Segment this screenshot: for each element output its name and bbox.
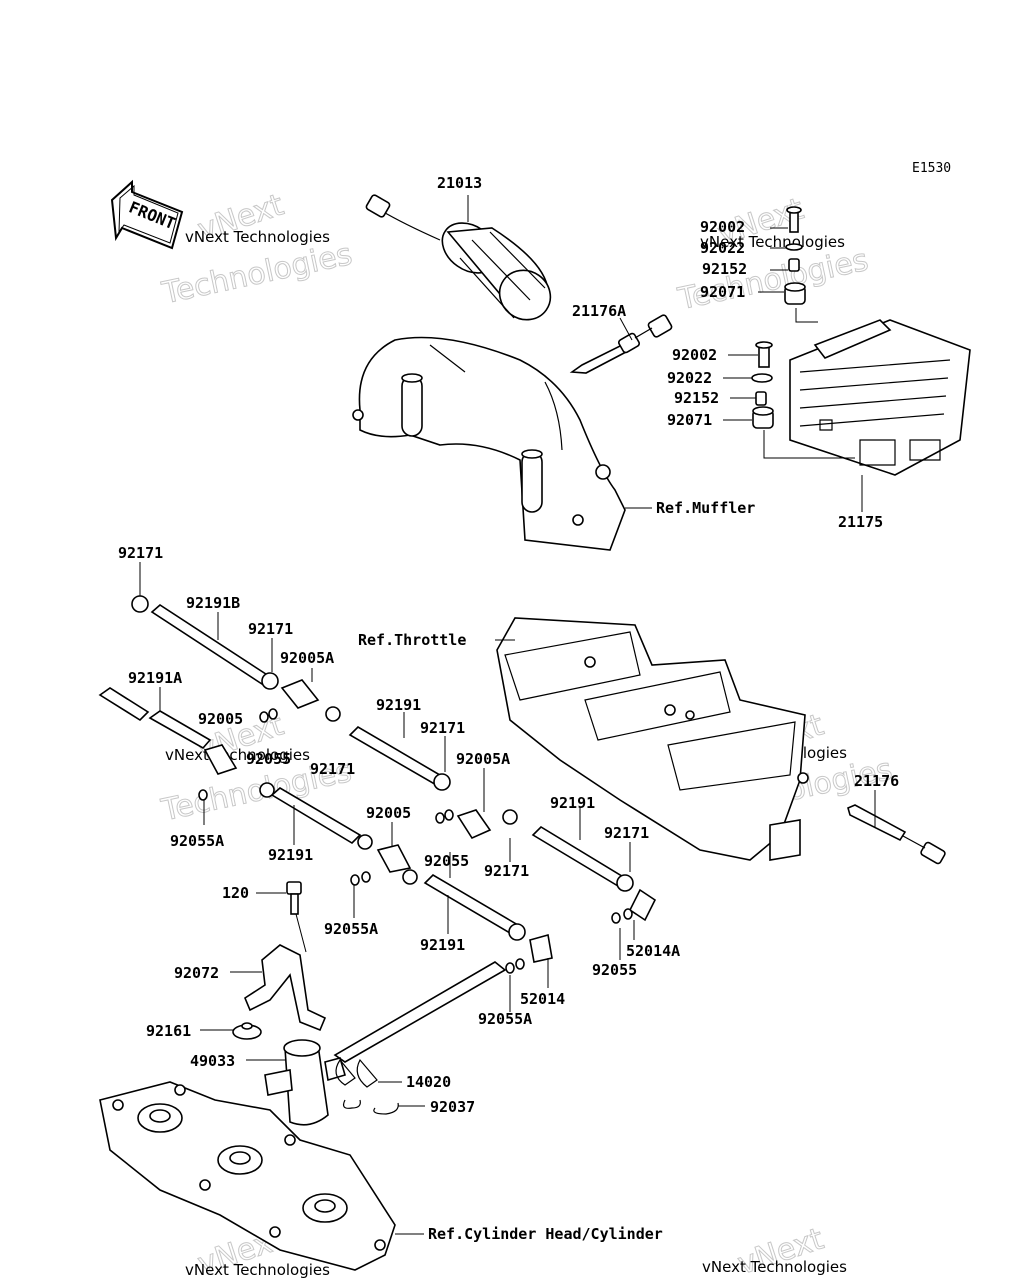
label-92055-c: 92055 bbox=[592, 961, 637, 979]
label-92171-f: 92171 bbox=[604, 824, 649, 842]
label-92072: 92072 bbox=[174, 964, 219, 982]
part-92161-grommet bbox=[232, 1022, 262, 1040]
label-92055A-a: 92055A bbox=[170, 832, 224, 850]
label-92191A: 92191A bbox=[128, 669, 182, 687]
label-92002-b: 92002 bbox=[672, 346, 717, 364]
svg-text:vNext Technologies: vNext Technologies bbox=[702, 1258, 847, 1276]
label-ref-cylinder: Ref.Cylinder Head/Cylinder bbox=[428, 1225, 663, 1243]
svg-text:Technologies: Technologies bbox=[158, 237, 355, 312]
label-92055-a: 92055 bbox=[246, 750, 291, 768]
label-92152-a: 92152 bbox=[702, 260, 747, 278]
ref-throttle-body bbox=[496, 617, 809, 861]
part-21176A-sensor bbox=[569, 314, 673, 374]
part-21013-sensor bbox=[365, 194, 552, 321]
diagram-code: E1530 bbox=[912, 161, 951, 176]
label-92071-b: 92071 bbox=[667, 411, 712, 429]
label-92022-b: 92022 bbox=[667, 369, 712, 387]
label-92171-e: 92171 bbox=[484, 862, 529, 880]
part-92072-bracket bbox=[244, 944, 327, 1032]
label-ref-muffler: Ref.Muffler bbox=[656, 499, 755, 517]
part-49033-valve bbox=[264, 1039, 346, 1126]
hoses bbox=[98, 595, 634, 941]
label-92191-a: 92191 bbox=[376, 696, 421, 714]
label-ref-throttle: Ref.Throttle bbox=[358, 631, 466, 649]
label-92191-b: 92191 bbox=[268, 846, 313, 864]
label-21176: 21176 bbox=[854, 772, 899, 790]
label-92005-b: 92005 bbox=[366, 804, 411, 822]
label-92071-a: 92071 bbox=[700, 283, 745, 301]
watermark-top-left: vNext vNext Technologies Technologies bbox=[158, 187, 356, 312]
part-labels: 21013 21176A 92002 92022 92152 92071 920… bbox=[118, 174, 899, 1243]
part-21176-sensor bbox=[847, 804, 946, 865]
label-92171-a: 92171 bbox=[118, 544, 163, 562]
svg-text:vNext Technologies: vNext Technologies bbox=[165, 746, 310, 764]
label-92002-a: 92002 bbox=[700, 218, 745, 236]
label-92022-a: 92022 bbox=[700, 239, 745, 257]
part-120-bolt bbox=[286, 881, 302, 915]
label-92005-a: 92005 bbox=[198, 710, 243, 728]
label-92191-d: 92191 bbox=[420, 936, 465, 954]
fittings bbox=[198, 679, 657, 974]
label-92055A-b: 92055A bbox=[324, 920, 378, 938]
svg-text:vNext Technologies: vNext Technologies bbox=[185, 1261, 330, 1279]
label-92191-c: 92191 bbox=[550, 794, 595, 812]
label-92005A-a: 92005A bbox=[280, 649, 334, 667]
leader-lines bbox=[139, 195, 876, 1235]
label-52014A: 52014A bbox=[626, 942, 680, 960]
label-92171-d: 92171 bbox=[420, 719, 465, 737]
label-49033: 49033 bbox=[190, 1052, 235, 1070]
label-92005A-b: 92005A bbox=[456, 750, 510, 768]
label-92152-b: 92152 bbox=[674, 389, 719, 407]
hardware-stack-lower bbox=[751, 341, 774, 429]
long-pipe bbox=[333, 961, 507, 1063]
part-21175-ecu bbox=[789, 319, 971, 476]
label-92191B: 92191B bbox=[186, 594, 240, 612]
svg-text:vNext Technologies: vNext Technologies bbox=[185, 228, 330, 246]
ref-cylinder-head bbox=[99, 1081, 396, 1271]
label-92171-c: 92171 bbox=[310, 760, 355, 778]
front-arrow-icon: FRONT bbox=[110, 179, 184, 250]
label-52014: 52014 bbox=[520, 990, 565, 1008]
clips bbox=[335, 1058, 399, 1115]
hardware-stack-upper bbox=[784, 206, 806, 305]
label-21175: 21175 bbox=[838, 513, 883, 531]
ref-muffler-housing bbox=[352, 336, 626, 551]
label-92037: 92037 bbox=[430, 1098, 475, 1116]
label-120: 120 bbox=[222, 884, 249, 902]
label-21176A: 21176A bbox=[572, 302, 626, 320]
svg-text:vNext Technologies: vNext Technologies bbox=[700, 233, 845, 251]
label-92055A-c: 92055A bbox=[478, 1010, 532, 1028]
label-14020: 14020 bbox=[406, 1073, 451, 1091]
label-92161: 92161 bbox=[146, 1022, 191, 1040]
label-21013: 21013 bbox=[437, 174, 482, 192]
label-92055-b: 92055 bbox=[424, 852, 469, 870]
label-92171-b: 92171 bbox=[248, 620, 293, 638]
